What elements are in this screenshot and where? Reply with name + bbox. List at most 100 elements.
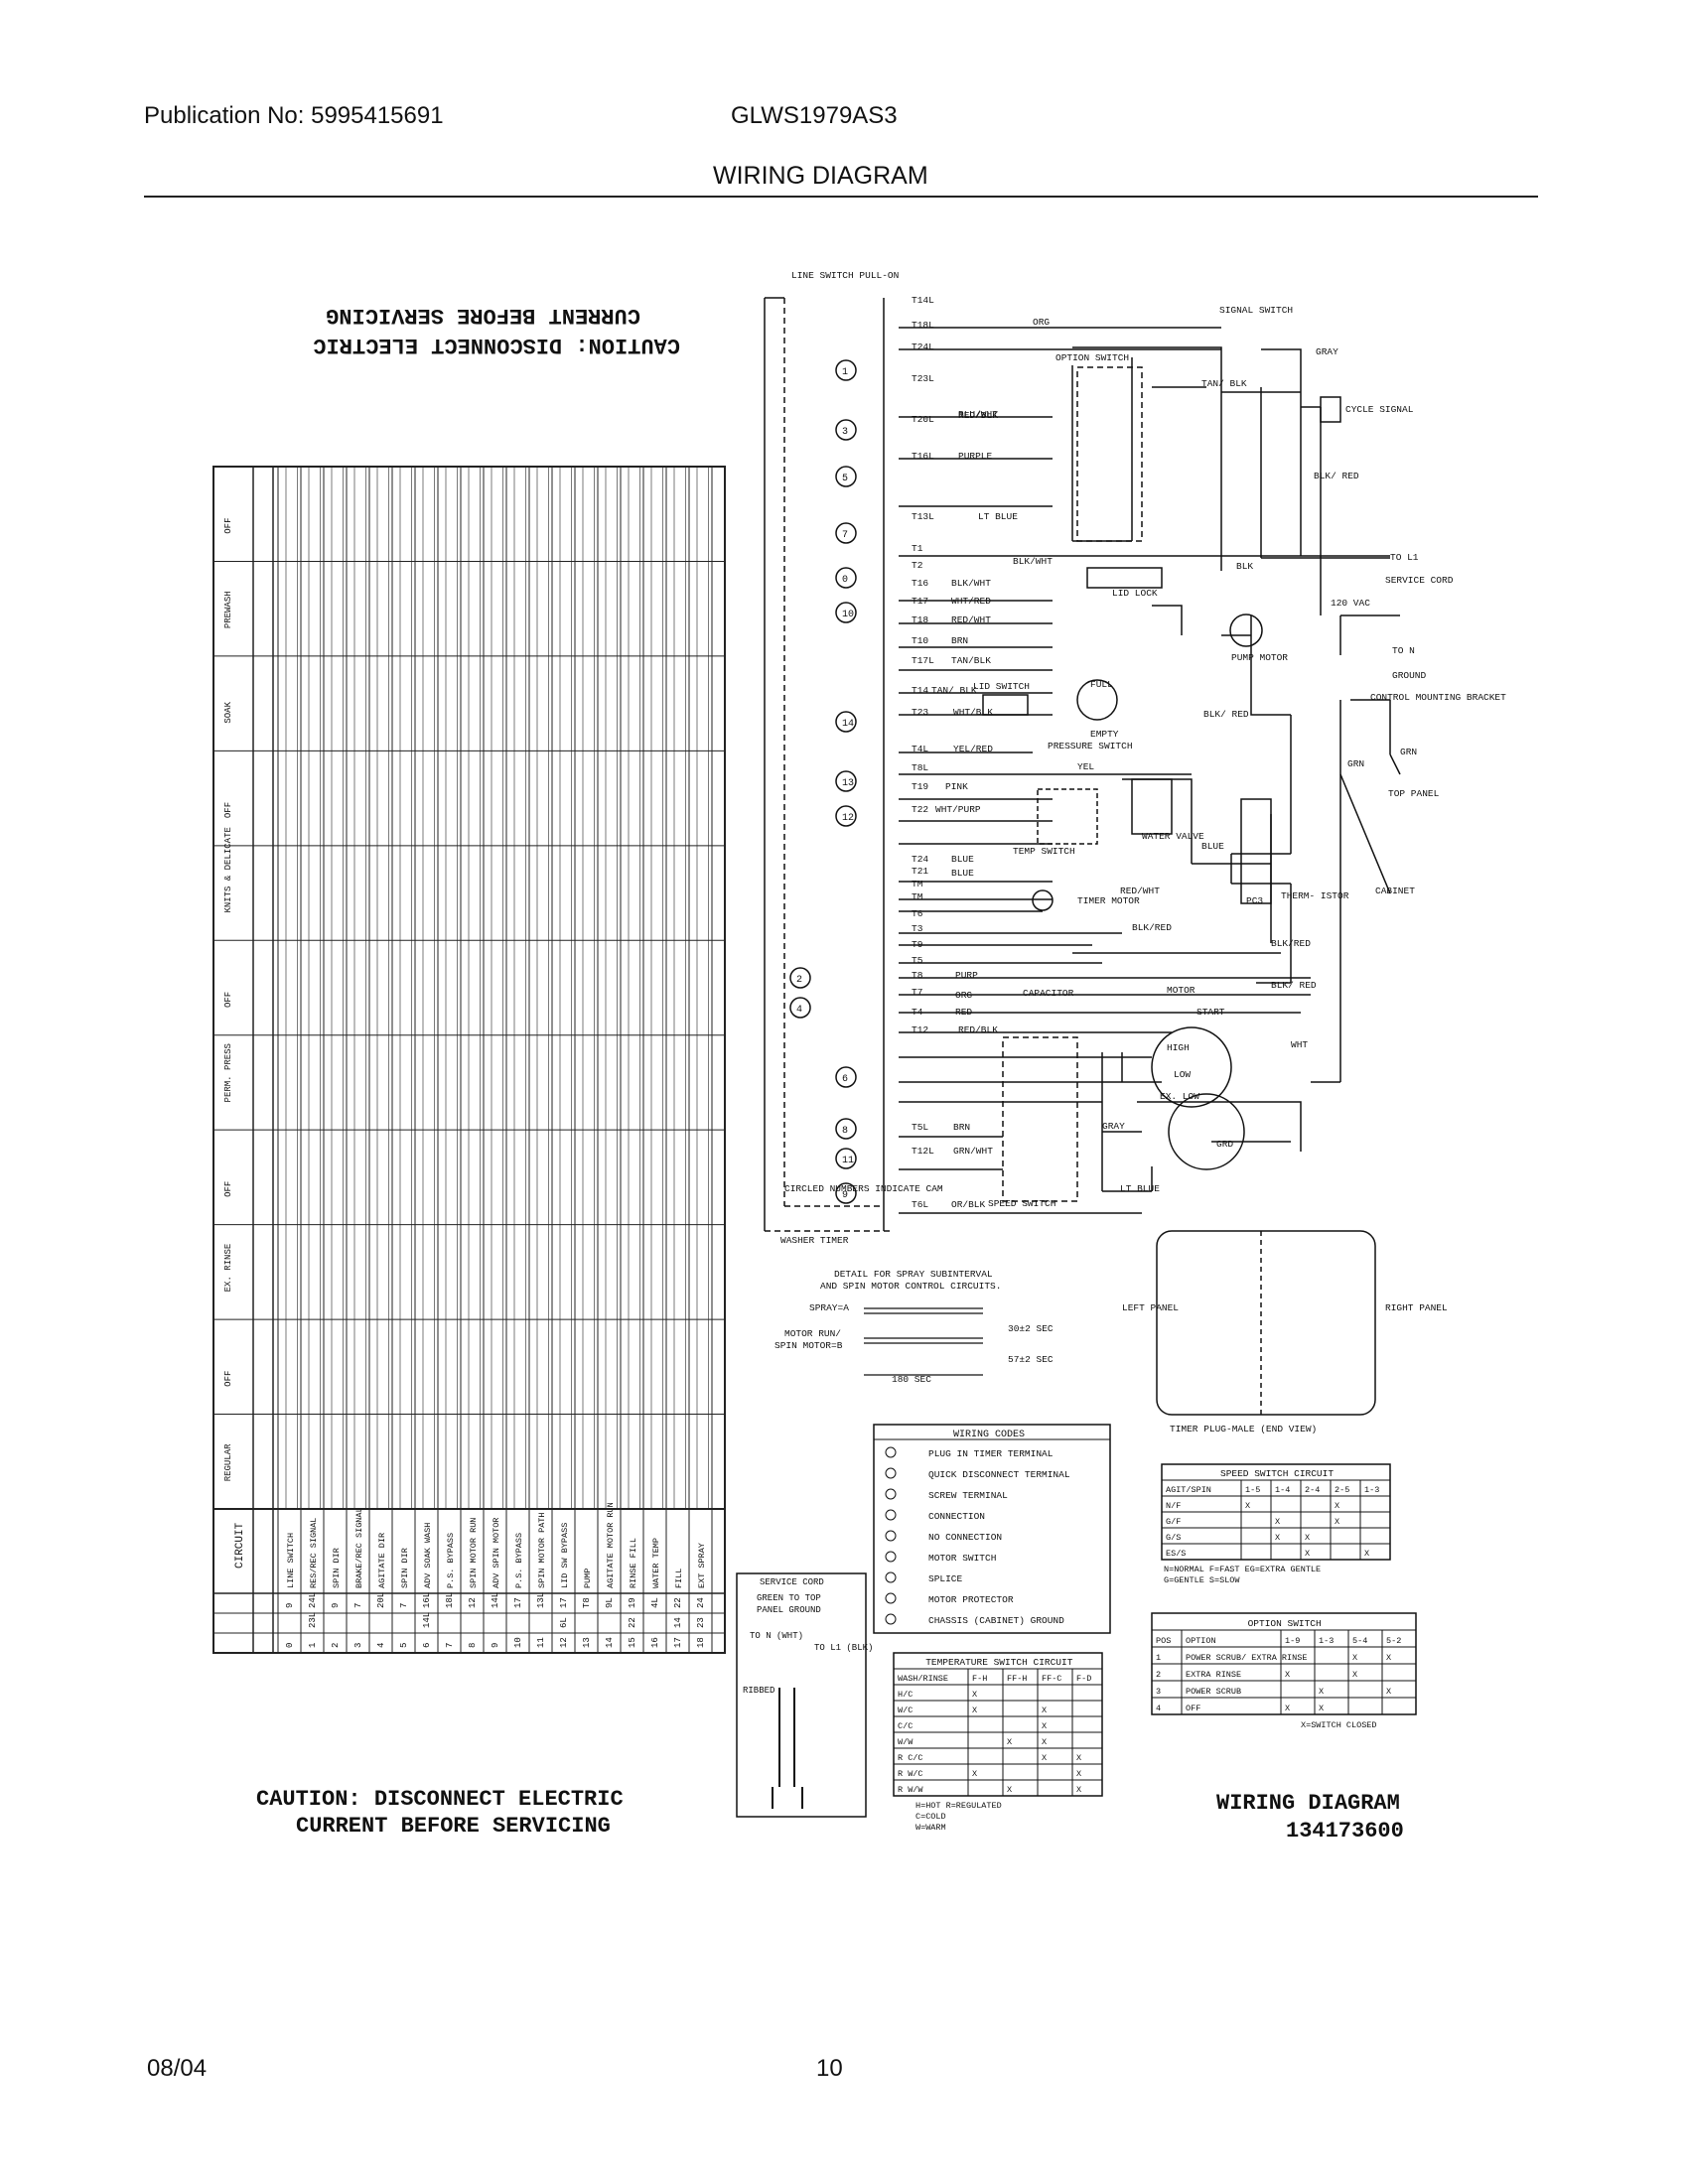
cam-marker: 5 [835,466,857,487]
wiring-code-item: SCREW TERMINAL [928,1490,1008,1501]
gray-label: GRAY [1316,346,1338,357]
terminal-number: 15 [628,1637,637,1648]
timer-motor-label: TIMER MOTOR [1077,895,1140,906]
svg-text:X: X [1042,1706,1047,1715]
timer-terminal: T5L [912,1122,928,1133]
terminal-number: 2 [331,1643,341,1648]
cycle-label: OFF [223,802,233,818]
svg-text:X: X [1305,1549,1310,1559]
svg-text:X: X [972,1769,977,1779]
gray2-label: GRAY [1102,1121,1125,1132]
timer-terminal: TM [912,891,923,902]
svg-text:R W/C: R W/C [898,1769,923,1779]
wire-color-label: PINK [945,781,968,792]
timer-terminal: T5 [912,955,923,966]
cycle-signal-label: CYCLE SIGNAL [1345,404,1414,415]
svg-text:SERVICE CORD: SERVICE CORD [760,1577,824,1587]
svg-text:MOTOR RUN/: MOTOR RUN/ [784,1328,841,1339]
page-number: 10 [816,2055,843,2082]
terminal-number: 17 [559,1597,569,1608]
svg-text:X: X [1275,1517,1280,1527]
svg-text:W/C: W/C [898,1706,913,1715]
svg-text:X: X [1305,1533,1310,1543]
wire-color-label: LT BLUE [978,511,1018,522]
code-symbol-icon [885,1592,897,1604]
svg-text:AGIT/SPIN: AGIT/SPIN [1166,1485,1211,1495]
svg-text:X: X [972,1690,977,1700]
wiring-code-item: NO CONNECTION [928,1532,1002,1543]
svg-text:F-H: F-H [972,1674,987,1684]
wiring-code-item: MOTOR SWITCH [928,1553,996,1564]
wire-color-label: PURP [955,970,978,981]
svg-text:X: X [1352,1653,1357,1663]
capacitor-label: CAPACITOR [1023,988,1074,999]
svg-text:OPTION: OPTION [1186,1636,1216,1646]
wiring-code-item: MOTOR PROTECTOR [928,1594,1014,1605]
terminal-number: 23L [308,1612,318,1628]
timer-terminal: T10 [912,635,928,646]
svg-text:2: 2 [796,975,802,986]
svg-text:OFF: OFF [1186,1704,1200,1713]
service-cord-detail: SERVICE CORD GREEN TO TOP PANEL GROUND T… [736,1572,873,1818]
svg-text:12: 12 [842,813,854,824]
cam-marker: 12 [835,805,857,827]
line-switch-label: LINE SWITCH PULL-ON [791,270,899,281]
svg-text:R W/W: R W/W [898,1785,923,1795]
timer-terminal: T2 [912,560,923,571]
terminal-number: 12 [559,1637,569,1648]
code-symbol-icon [885,1446,897,1458]
speed-note-2: G=GENTLE S=SLOW [1164,1575,1240,1585]
terminal-number: 17 [513,1597,523,1608]
circuit-name: LINE SWITCH [286,1533,296,1588]
code-symbol-icon [885,1488,897,1500]
washer-timer-label: WASHER TIMER [780,1235,849,1246]
caution-top-line1: CAUTION: DISCONNECT ELECTRIC [313,333,680,357]
svg-text:POWER SCRUB: POWER SCRUB [1186,1687,1241,1697]
service-cord-label: SERVICE CORD [1385,575,1454,586]
wire-color-label: BRN [951,635,968,646]
wire-color-label: RED/BLK [958,410,998,421]
terminal-number: 14 [605,1637,615,1648]
timer-terminal: T18L [912,320,934,331]
cam-marker: 7 [835,522,857,544]
timer-terminal: T14 [912,685,928,696]
svg-text:WIRING CODES: WIRING CODES [953,1430,1025,1440]
svg-text:8: 8 [842,1126,848,1137]
svg-text:1-4: 1-4 [1275,1485,1290,1495]
terminal-number: 8 [468,1643,478,1648]
wire-color-label: PURPLE [958,451,993,462]
footer-date: 08/04 [147,2055,208,2082]
water-valve-label: WATER VALVE [1142,831,1204,842]
pressure-switch-label: PRESSURE SWITCH [1048,741,1133,751]
code-symbol-icon [885,1509,897,1521]
terminal-number: 22 [673,1597,683,1608]
wire-color-label: WHT/RED [951,596,991,607]
svg-text:1-3: 1-3 [1364,1485,1379,1495]
circuit-name: AGITATE MOTOR RUN [606,1502,616,1588]
speed-switch-label: SPEED SWITCH [988,1198,1055,1209]
svg-text:PANEL GROUND: PANEL GROUND [757,1605,821,1615]
cycle-label: REGULAR [223,1443,233,1481]
terminal-number: 16L [422,1592,432,1608]
grd-label: GRD [1216,1139,1233,1150]
cycle-label: OFF [223,518,233,534]
svg-text:2: 2 [1156,1670,1161,1680]
code-symbol-icon [885,1551,897,1563]
svg-text:1-9: 1-9 [1285,1636,1300,1646]
svg-text:X: X [1319,1704,1324,1713]
red-wht-label: RED/WHT [1120,886,1160,896]
svg-text:X: X [1386,1653,1391,1663]
svg-text:X: X [1076,1753,1081,1763]
svg-text:9: 9 [842,1190,848,1201]
timer-terminal: T21 [912,866,928,877]
wire-color-label: BLU/WHT [958,409,998,420]
blk-red-label: BLK/ RED [1314,471,1359,481]
pump-motor-label: PUMP MOTOR [1231,652,1288,663]
svg-text:GREEN TO TOP: GREEN TO TOP [757,1593,821,1603]
ground-label: GROUND [1392,670,1427,681]
blk-label: BLK [1236,561,1253,572]
high-label: HIGH [1167,1042,1190,1053]
svg-text:AND SPIN MOTOR CONTROL CIRCUIT: AND SPIN MOTOR CONTROL CIRCUITS. [820,1281,1001,1292]
page-title: WIRING DIAGRAM [713,162,928,190]
